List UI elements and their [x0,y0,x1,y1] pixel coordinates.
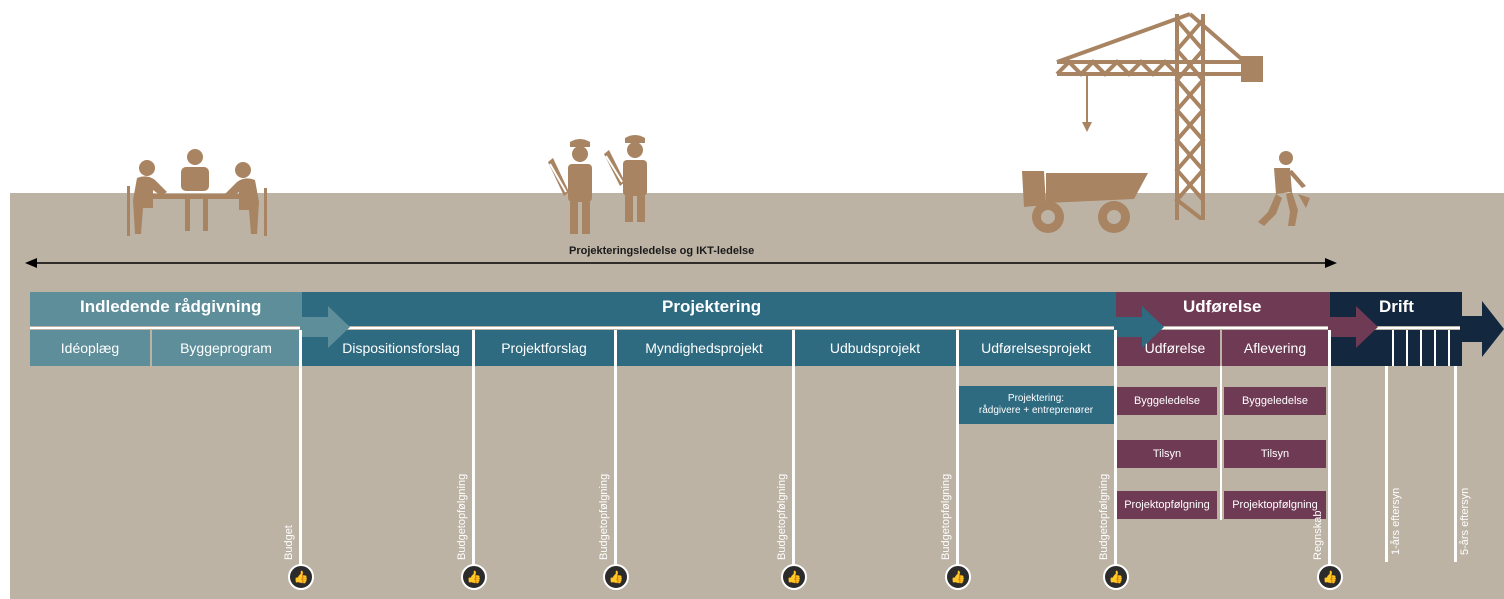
meeting-icon [127,149,267,236]
milestone-label: Regnskab [1312,510,1324,560]
phase-box-ideoplaeg [30,330,150,366]
milestone-label: Budgetopfølgning [1098,473,1110,560]
milestone-label: Budgetopfølgning [598,473,610,560]
milestone-line [1114,330,1117,566]
phase-label-dispositionsforslag: Dispositionsforslag [342,340,460,356]
phase-label-udbudsprojekt: Udbudsprojekt [829,340,921,356]
header-drift: Drift [1379,297,1414,316]
milestone-label: Budgetopfølgning [776,473,788,560]
drift-bar [1434,330,1436,366]
milestone-line [1220,366,1222,520]
header-udforelse: Udførelse [1183,297,1262,316]
dump-truck-icon [1022,171,1148,233]
indledende-band [30,292,302,326]
thumbs-up-icon: 👍 [781,564,807,590]
header-indledende: Indledende rådgivning [80,297,262,316]
projektering-box-line1: Projektering: [1007,393,1065,404]
task-byggeledelse: Byggeledelse [1224,387,1326,415]
phase-box-myndighedsprojekt [616,330,792,366]
phase-label-udforelse: Udførelse [1144,340,1206,356]
phase-label-aflevering: Aflevering [1243,340,1307,356]
milestone-label: Budgetopfølgning [456,473,468,560]
arrow-udforelse-to-drift [1328,306,1378,348]
phase-box-projektforslag [474,330,614,366]
arrow-indledende-to-projektering [300,306,350,348]
milestone-line [299,330,302,566]
projektering-radgivere-box: Projektering: rådgivere + entreprenører [958,386,1114,424]
phase-box-udbudsprojekt [794,330,956,366]
arrow-projektering-to-udforelse [1114,306,1164,348]
thumbs-up-icon: 👍 [461,564,487,590]
thumbs-up-icon: 👍 [603,564,629,590]
header-projektering: Projektering [662,297,762,316]
double-arrow-line [25,258,1337,268]
tower-crane-icon [1055,12,1263,220]
task-projektopfolgning: Projektopfølgning [1117,491,1217,519]
engineers-icon [548,135,647,234]
milestone-line [1454,366,1457,562]
thumbs-up-icon: 👍 [1103,564,1129,590]
thumbs-up-icon: 👍 [1317,564,1343,590]
milestone-line [1385,366,1388,562]
task-tilsyn: Tilsyn [1224,440,1326,468]
milestone-line [472,330,475,566]
phase-label-byggeprogram: Byggeprogram [180,340,272,356]
drift-bar [1406,330,1408,366]
milestone-label: 1-års eftersyn [1390,487,1402,555]
drift-bar [1420,330,1422,366]
phase-label-udforelsesprojekt: Udførelsesprojekt [981,340,1091,356]
phase-label-projektforslag: Projektforslag [501,340,587,356]
projektering-band [302,292,1116,326]
projektering-box-line2: rådgivere + entreprenører [978,405,1094,416]
milestone-line [1328,330,1331,566]
milestone-label: 5-års eftersyn [1459,487,1471,555]
drift-bar [1392,330,1394,366]
phase-box-udforelsesprojekt [958,330,1114,366]
arrow-label: Projekteringsledelse og IKT-ledelse [569,245,755,257]
milestone-line [956,330,959,566]
separator-line [30,327,1462,329]
phase-label-myndighedsprojekt: Myndighedsprojekt [645,340,763,356]
task-projektopfolgning: Projektopfølgning [1224,491,1326,519]
task-byggeledelse: Byggeledelse [1117,387,1217,415]
thumbs-up-icon: 👍 [288,564,314,590]
milestone-line [792,330,795,566]
milestone-label: Budget [283,525,295,560]
phase-box-aflevering [1222,330,1328,366]
milestone-line [614,330,617,566]
digging-worker-icon [1258,151,1310,226]
phase-box-byggeprogram [152,330,300,366]
milestone-label: Budgetopfølgning [940,473,952,560]
phase-label-ideoplaeg: Idéoplæg [60,340,120,356]
drift-end-arrow [1460,301,1504,357]
thumbs-up-icon: 👍 [945,564,971,590]
task-tilsyn: Tilsyn [1117,440,1217,468]
drift-bar [1448,330,1450,366]
